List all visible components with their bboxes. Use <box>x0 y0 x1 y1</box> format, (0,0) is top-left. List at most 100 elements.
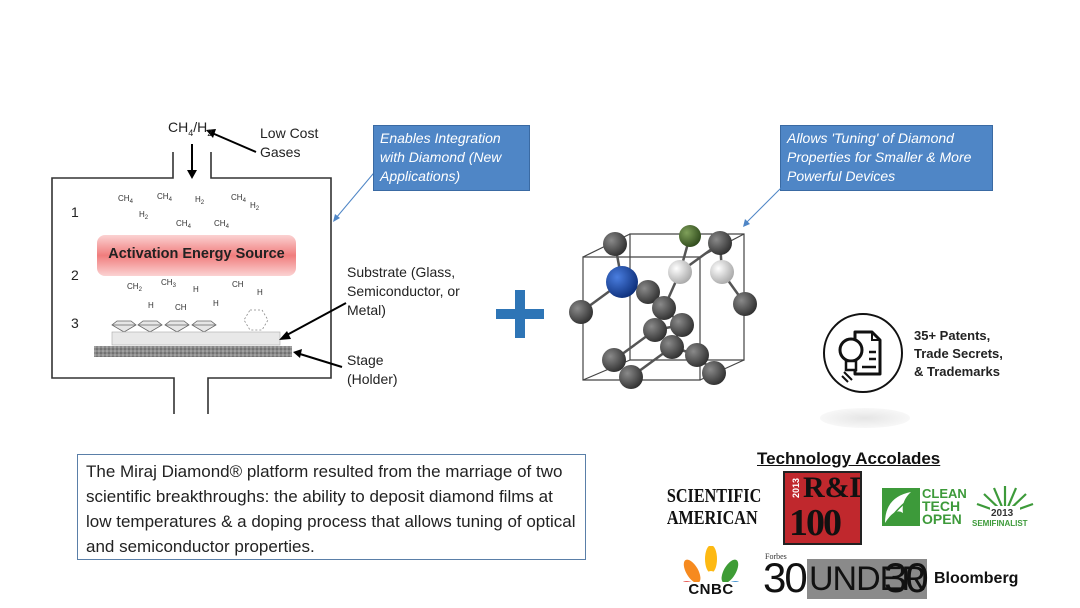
cleantech-starburst-icon <box>976 486 1034 516</box>
substrate <box>111 331 281 346</box>
carbon-atom <box>685 343 709 367</box>
forbes-30-under-30-logo: Forbes 30 UNDER 30 <box>763 552 929 603</box>
species-h2: H2 <box>139 210 149 221</box>
dopant-atom-blue <box>606 266 638 298</box>
substrate-label: Substrate (Glass, Semiconductor, or Meta… <box>347 264 460 318</box>
carbon-atom <box>708 231 732 255</box>
diamond-crystals <box>111 320 217 333</box>
gas-formula: CH4/H2 <box>168 119 212 138</box>
stage-pointer <box>299 353 343 368</box>
carbon-atom <box>702 361 726 385</box>
region1-species: CH4 CH4 H2 CH4 H2 H2 CH4 CH4 <box>118 192 260 230</box>
cleantech-tech: TECH <box>922 498 961 514</box>
species-h: H <box>257 288 263 297</box>
integration-callout: Enables Integration with Diamond (New Ap… <box>373 125 530 191</box>
scientific-american-line-1: SCIENTIFIC <box>666 486 762 507</box>
carbon-atom <box>569 300 593 324</box>
species-h: H <box>193 285 199 294</box>
rd100-rd: R&D <box>803 471 860 504</box>
forbes-30-left: 30 <box>763 554 808 601</box>
diamond-icon <box>137 320 163 333</box>
cnbc-peacock-icon <box>680 546 742 582</box>
patents-line-1: 35+ Patents, <box>914 328 991 343</box>
cleantech-clean: CLEAN <box>922 486 967 501</box>
platform-description: The Miraj Diamond® platform resulted fro… <box>77 454 586 560</box>
cleantech-open: OPEN <box>922 511 962 527</box>
tuning-callout-pointer <box>743 186 783 227</box>
accolades-title: Technology Accolades <box>757 449 941 468</box>
rd100-logo: 2013 R&D 100 <box>783 471 862 545</box>
scientific-american-logo: SCIENTIFIC AMERICAN <box>658 486 762 530</box>
patents-text: 35+ Patents, Trade Secrets, & Trademarks <box>914 327 1003 381</box>
carbon-atom <box>602 348 626 372</box>
forbes-label: Forbes <box>765 552 787 561</box>
forbes-under: UNDER <box>807 559 927 599</box>
stage-number-3: 3 <box>71 315 79 331</box>
species-ch2: CH2 <box>127 282 143 293</box>
hydrogen-atom <box>668 260 692 284</box>
cnbc-wordmark: CNBC <box>688 581 734 598</box>
chamber-wall-right <box>207 152 332 414</box>
forbes-30-right: 30 <box>884 554 929 601</box>
species-ch3: CH3 <box>161 278 177 289</box>
rd100-hundred: 100 <box>789 502 842 544</box>
species-ch4: CH4 <box>157 192 173 203</box>
species-ch: CH <box>175 303 187 312</box>
substrate-pointer-head <box>279 331 291 340</box>
carbon-atom <box>643 318 667 342</box>
stage-number-1: 1 <box>71 204 79 220</box>
activation-energy-bar <box>97 235 296 276</box>
dopant-atom-green <box>679 225 701 247</box>
molecule-icon <box>243 309 269 331</box>
lattice-atoms <box>569 225 757 389</box>
species-h: H <box>148 301 154 310</box>
cleantech-semifinalist: SEMIFINALIST <box>972 519 1028 528</box>
species-h: H <box>213 299 219 308</box>
hydrogen-atom <box>710 260 734 284</box>
species-ch4: CH4 <box>214 219 230 230</box>
gas-inlet-arrowhead <box>187 170 197 179</box>
chamber-wall-left <box>51 152 175 414</box>
species-ch4: CH4 <box>176 219 192 230</box>
carbon-atom <box>619 365 643 389</box>
diamond-icon <box>111 320 137 333</box>
activation-energy-label: Activation Energy Source <box>108 246 285 262</box>
species-ch: CH <box>232 280 244 289</box>
low-cost-gases-pointer <box>211 132 257 153</box>
cleantech-leaf-icon <box>882 488 920 526</box>
stage <box>94 346 292 357</box>
integration-callout-pointer-head <box>333 214 340 222</box>
species-ch4: CH4 <box>118 194 134 205</box>
scientific-american-line-2: AMERICAN <box>666 508 758 529</box>
low-cost-gases-label: Low Cost Gases <box>260 125 319 160</box>
diamond-lattice-diagram <box>569 225 757 389</box>
diamond-icon <box>164 320 190 333</box>
patent-shadow <box>820 408 910 428</box>
cleantech-year: 2013 <box>991 508 1014 519</box>
bloomberg-wordmark: Bloomberg <box>934 570 1019 587</box>
low-cost-gases-pointer-head <box>206 129 216 138</box>
tuning-callout: Allows 'Tuning' of Diamond Properties fo… <box>780 125 993 191</box>
carbon-atom <box>670 313 694 337</box>
stage-number-2: 2 <box>71 267 79 283</box>
region2-species: CH2 CH3 H CH H H CH H <box>127 278 263 312</box>
carbon-atom <box>733 292 757 316</box>
species-ch4: CH4 <box>231 193 247 204</box>
carbon-atom <box>660 335 684 359</box>
cleantech-text: CLEAN TECH OPEN <box>922 487 967 526</box>
species-h2: H2 <box>195 195 205 206</box>
carbon-atom <box>652 296 676 320</box>
integration-callout-pointer <box>335 167 379 219</box>
patents-line-3: & Trademarks <box>914 364 1000 379</box>
diamond-icon <box>191 320 217 333</box>
cvd-reactor-diagram: CH4/H2 CH4 CH4 H2 CH4 H2 H2 CH4 CH4 CH2 … <box>51 119 379 414</box>
patent-icon <box>823 313 903 393</box>
carbon-atom <box>636 280 660 304</box>
stage-pointer-head <box>293 349 302 358</box>
species-h2: H2 <box>250 201 260 212</box>
plus-icon <box>496 290 544 338</box>
patents-line-2: Trade Secrets, <box>914 346 1003 361</box>
substrate-pointer <box>284 302 347 337</box>
rd100-year: 2013 <box>791 477 802 499</box>
carbon-atom <box>603 232 627 256</box>
